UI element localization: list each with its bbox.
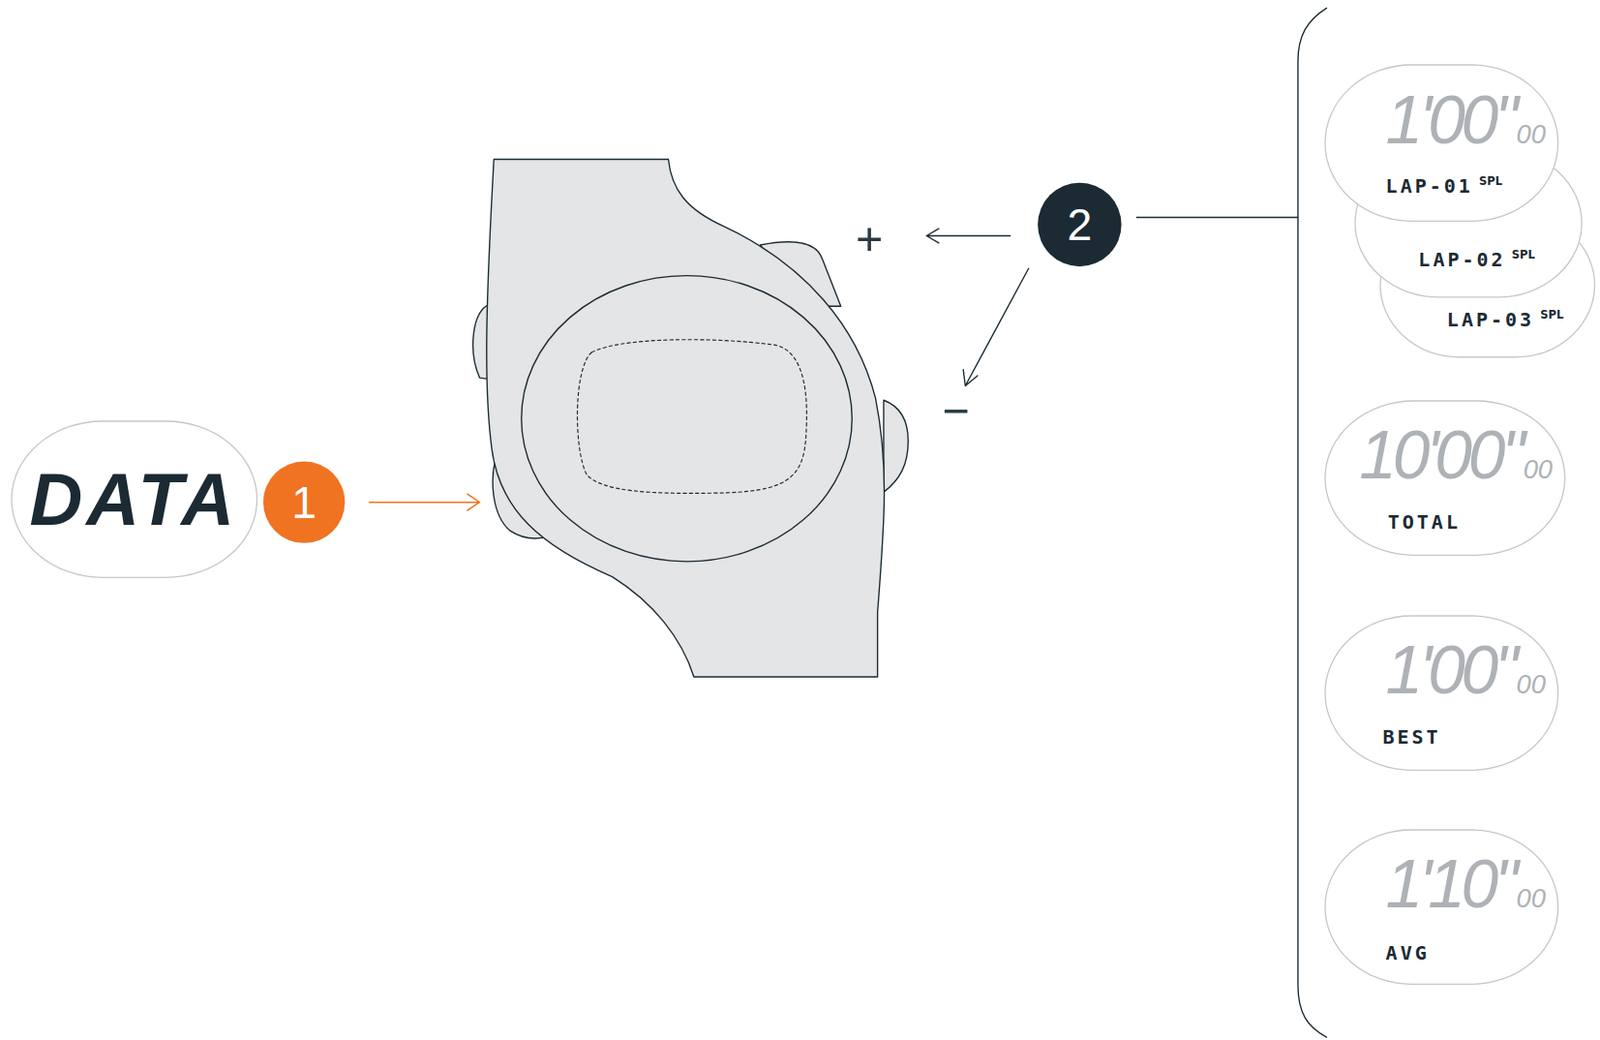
text-row: 1'10"00 [1386, 850, 1546, 919]
hundredths-digits: 00 [1516, 670, 1546, 697]
button-sign: + [855, 213, 883, 262]
display-label: BEST [1382, 726, 1441, 747]
button-sign: − [942, 387, 970, 435]
bracket [1298, 7, 1328, 1037]
text-row: LAP-03 SPL [1447, 309, 1565, 330]
time-digits: 1'00" [1386, 87, 1515, 155]
split-marker: SPL [1539, 309, 1564, 322]
mode-name: DATA [30, 462, 240, 537]
text-row: 1'00"00 [1386, 87, 1546, 155]
callout-number: 1 [291, 479, 317, 524]
watch-body [486, 158, 885, 676]
display-outline-shape [1325, 829, 1559, 984]
watch-bezel [521, 275, 853, 562]
text-row: LAP-02 SPL [1418, 249, 1536, 270]
callout-arrow [963, 268, 1028, 386]
text-row: DATA [30, 462, 240, 537]
time-digits: 1'00" [1386, 636, 1515, 705]
split-marker: SPL [1511, 249, 1536, 262]
hundredths-digits: 00 [1523, 455, 1553, 483]
display-label: LAP-03 [1447, 309, 1535, 330]
callout-circle [1037, 182, 1121, 267]
display-outline-shape [1355, 149, 1582, 298]
display-outline-shape [1325, 400, 1566, 555]
display-screen: DATA [10, 420, 259, 578]
text-row: AVG [1386, 942, 1430, 963]
time-digits: 10'00" [1358, 422, 1521, 490]
text-row: LAP-01 SPL [1386, 176, 1504, 196]
text-row: 10'00"00 [1358, 422, 1553, 490]
display-label: LAP-02 [1418, 249, 1506, 270]
display-screen: 1'10"00AVG [1324, 828, 1560, 985]
callout-number: 2 [1066, 202, 1092, 247]
display-label: TOTAL [1388, 512, 1461, 532]
text-row: 1'00"00 [1386, 636, 1546, 705]
display-outline-shape [1380, 212, 1595, 358]
callout-arrow [926, 228, 1010, 243]
display-screen: 10'00"00TOTAL [1324, 399, 1567, 556]
hundredths-digits: 00 [1516, 884, 1546, 911]
watch-screen [576, 339, 807, 494]
text-row: BEST [1382, 726, 1441, 747]
display-outline-shape [11, 421, 258, 577]
leader-line [1136, 216, 1299, 218]
callout-arrow [369, 493, 481, 511]
display-screen: 1'00"00BEST [1324, 614, 1560, 771]
time-digits: 1'10" [1386, 850, 1515, 919]
display-outline-shape [1325, 615, 1559, 770]
display-label: LAP-01 [1386, 176, 1474, 196]
display-screen: 1'00"00LAP-01 SPL [1324, 63, 1560, 222]
watch-button [883, 399, 908, 492]
text-row: TOTAL [1388, 512, 1461, 532]
hundredths-digits: 00 [1516, 120, 1546, 148]
callout-circle [263, 461, 345, 544]
display-outline-shape [1325, 64, 1559, 221]
display-label: AVG [1386, 942, 1430, 963]
split-marker: SPL [1479, 176, 1503, 188]
